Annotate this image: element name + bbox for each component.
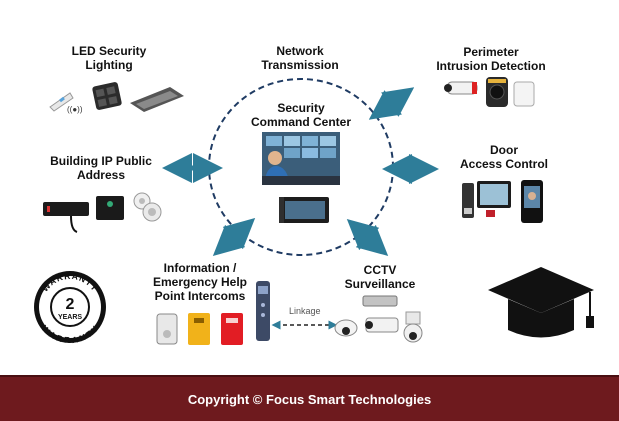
arrow-cctv (346, 218, 389, 257)
linkage-label: Linkage (289, 306, 321, 316)
footer-bar: Copyright © Focus Smart Technologies (0, 375, 619, 421)
footer-copyright: Copyright © Focus Smart Technologies (187, 391, 432, 407)
label-intercom-line2: Emergency Help (152, 275, 248, 289)
label-intercoms: Information / Emergency Help Point Inter… (145, 261, 255, 303)
label-led-line1: LED Security (71, 44, 147, 58)
label-perimeter: Perimeter Intrusion Detection (428, 45, 554, 73)
label-door-access: Door Access Control (450, 143, 558, 171)
label-network-transmission: Network Transmission (255, 44, 345, 72)
label-led-line2: Lighting (85, 58, 133, 72)
speaker-icon (133, 192, 162, 222)
arrow-intercom (212, 217, 256, 257)
label-cctv: CCTV Surveillance (334, 263, 426, 291)
label-command-line2: Command Center (250, 115, 351, 129)
camera-icon (444, 77, 535, 107)
label-intercom-line3: Point Intercoms (154, 289, 246, 303)
label-door-line2: Access Control (459, 157, 549, 171)
led-light-icon: ((●)) (49, 82, 184, 114)
label-command-line1: Security (277, 101, 325, 115)
label-cctv-line1: CCTV (363, 263, 397, 277)
label-pa-line1: Building IP Public (50, 154, 152, 168)
label-pa-line2: Address (76, 168, 126, 182)
label-door-line1: Door (490, 143, 518, 157)
cctv-camera-icon (334, 295, 423, 343)
label-perimeter-line2: Intrusion Detection (436, 59, 546, 73)
label-network-line1: Network (276, 44, 324, 58)
command-center-photo (262, 132, 340, 185)
label-perimeter-line1: Perimeter (463, 45, 519, 59)
label-public-address: Building IP Public Address (42, 154, 160, 182)
door-terminal-icon (462, 180, 543, 223)
monitor-icon (279, 197, 329, 223)
label-intercom-line1: Information / (163, 261, 237, 275)
badge-unit: YEARS (58, 314, 82, 321)
badge-number: 2 (66, 296, 75, 313)
label-network-line2: Transmission (261, 58, 339, 72)
label-command-center: Security Command Center (244, 101, 358, 129)
intercom-icon (156, 281, 270, 345)
graduation-cap-icon (488, 267, 594, 338)
arrow-perimeter (368, 87, 415, 120)
label-cctv-line2: Surveillance (344, 277, 416, 291)
warranty-badge: WARRANTY WARRANTY 2 YEARS (34, 271, 106, 345)
pa-equipment-icon (43, 196, 124, 233)
label-led-lighting: LED Security Lighting (68, 44, 150, 72)
svg-text:((●)): ((●)) (67, 105, 83, 114)
